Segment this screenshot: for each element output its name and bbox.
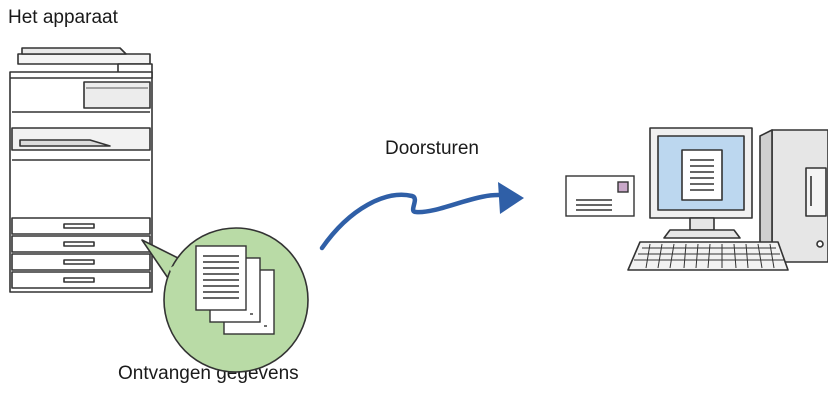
device-label: Het apparaat bbox=[8, 7, 118, 28]
forward-label: Doorsturen bbox=[385, 138, 479, 159]
curved-arrow-icon bbox=[319, 182, 524, 251]
multifunction-printer-icon bbox=[9, 47, 153, 293]
document-stack-icon bbox=[195, 245, 275, 335]
envelope-icon bbox=[565, 175, 635, 217]
desktop-computer-icon bbox=[627, 127, 828, 271]
